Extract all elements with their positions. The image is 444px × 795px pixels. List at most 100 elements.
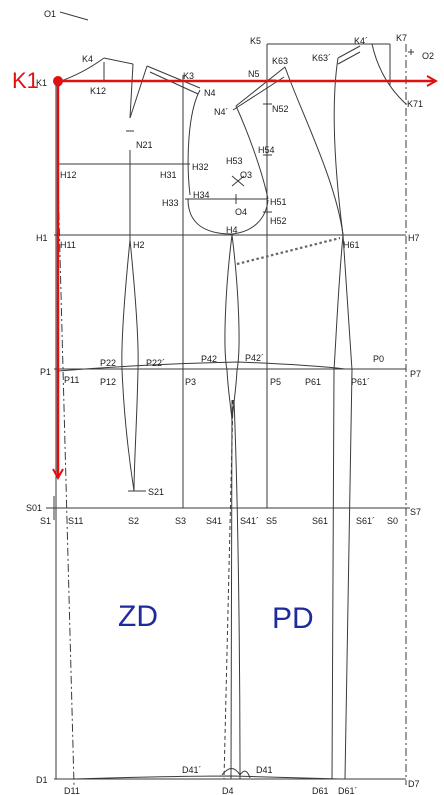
point-label: O1 bbox=[44, 9, 56, 19]
point-label: P11 bbox=[64, 375, 79, 385]
point-labels: O1 K4 K12 K1 K3 N4 K5 N5 K63 K63´ K4´ K7… bbox=[26, 9, 434, 795]
origin-dot bbox=[53, 76, 63, 86]
point-label: K3 bbox=[183, 71, 194, 81]
point-label: K63 bbox=[272, 56, 288, 66]
point-label: S2 bbox=[128, 516, 139, 526]
back-shoulder bbox=[235, 66, 286, 107]
point-label: H1 bbox=[36, 233, 48, 243]
point-label: K71 bbox=[407, 99, 423, 109]
front-dart-curve-right bbox=[129, 239, 139, 492]
front-shoulder-top bbox=[103, 57, 134, 65]
front-dart-right bbox=[129, 65, 148, 119]
back-section-label: PD bbox=[272, 602, 314, 635]
point-label: P42´ bbox=[245, 353, 264, 363]
back-panel-left-lower bbox=[331, 234, 344, 780]
side-seam-lower-1 bbox=[230, 399, 233, 780]
back-panel-left-upper bbox=[284, 66, 344, 236]
point-label: K1 bbox=[36, 78, 47, 88]
back-panel-right-lower bbox=[342, 234, 353, 780]
front-dart-left bbox=[129, 63, 134, 119]
front-edge-line bbox=[57, 179, 75, 786]
point-label: H7 bbox=[408, 233, 420, 243]
point-label: K7 bbox=[396, 33, 407, 43]
point-label: D41´ bbox=[182, 765, 202, 775]
point-label: P42 bbox=[201, 354, 217, 364]
point-label: D7 bbox=[408, 779, 420, 789]
point-label: H11 bbox=[60, 240, 76, 250]
pattern-outlines bbox=[53, 43, 407, 780]
point-label: H12 bbox=[60, 170, 77, 180]
point-label: D4 bbox=[222, 786, 234, 795]
point-label: S61´ bbox=[356, 516, 375, 526]
point-label: D11 bbox=[64, 786, 80, 795]
o3-cross-b bbox=[231, 175, 245, 187]
back-yoke-dotted bbox=[236, 236, 341, 266]
hem-curve bbox=[73, 775, 341, 780]
point-label: P12 bbox=[100, 377, 116, 387]
point-label: N4 bbox=[204, 88, 216, 98]
point-label: D1 bbox=[36, 775, 48, 785]
back-neck-curve bbox=[371, 43, 407, 105]
point-label: H32 bbox=[192, 162, 209, 172]
point-label: S3 bbox=[175, 516, 186, 526]
point-label: K4´ bbox=[354, 36, 368, 46]
point-label: P22 bbox=[100, 358, 116, 368]
point-label: D41 bbox=[256, 765, 273, 775]
point-label: S41 bbox=[206, 516, 222, 526]
point-label: H33 bbox=[162, 198, 179, 208]
point-label: S0 bbox=[387, 516, 398, 526]
front-dart-curve-left bbox=[121, 239, 135, 492]
point-label: S7 bbox=[410, 507, 421, 517]
point-label: S21 bbox=[148, 487, 164, 497]
hem-vent-arc bbox=[221, 768, 241, 776]
point-label: N52 bbox=[272, 104, 289, 114]
point-label: D61´ bbox=[338, 786, 358, 795]
point-label: K63´ bbox=[312, 53, 331, 63]
point-label: H53 bbox=[226, 156, 243, 166]
back-shoulder-inner bbox=[232, 76, 285, 111]
hem-vent-arc-2 bbox=[239, 770, 251, 779]
point-label: K4 bbox=[82, 54, 93, 64]
point-label: P3 bbox=[185, 377, 196, 387]
construction-grid bbox=[46, 43, 410, 780]
front-shoulder bbox=[146, 65, 201, 89]
point-label: D61 bbox=[312, 786, 329, 795]
point-label: N4´ bbox=[214, 107, 229, 117]
point-label: P61´ bbox=[351, 377, 370, 387]
point-label: P1 bbox=[40, 367, 51, 377]
point-label: H61 bbox=[343, 240, 360, 250]
point-label: K5 bbox=[250, 36, 261, 46]
origin-axes: K1 bbox=[12, 68, 436, 478]
point-label: O2 bbox=[422, 51, 434, 61]
point-label: N21 bbox=[136, 140, 153, 150]
point-label: P22´ bbox=[146, 358, 165, 368]
side-seam-left-upper bbox=[224, 234, 233, 421]
point-label: O4 bbox=[235, 207, 247, 217]
point-label: S61 bbox=[312, 516, 328, 526]
o1-mark bbox=[59, 11, 89, 21]
point-label: S11 bbox=[68, 516, 83, 526]
point-label: H51 bbox=[270, 197, 287, 207]
point-label: H52 bbox=[270, 216, 287, 226]
waist-curve bbox=[57, 361, 346, 372]
back-armhole bbox=[235, 105, 269, 200]
armhole-bottom-curve bbox=[187, 198, 269, 235]
point-label: P61 bbox=[305, 377, 321, 387]
point-label: S1 bbox=[40, 516, 51, 526]
point-label: O3 bbox=[240, 170, 252, 180]
front-armhole-upper bbox=[187, 89, 201, 196]
point-label: S01 bbox=[26, 503, 42, 513]
point-label: P0 bbox=[373, 354, 384, 364]
point-label: H2 bbox=[133, 240, 145, 250]
point-label: P7 bbox=[410, 369, 421, 379]
point-label: K12 bbox=[90, 86, 106, 96]
front-shoulder-inner bbox=[149, 71, 199, 95]
k63p-top bbox=[337, 45, 361, 59]
back-panel-right-upper bbox=[333, 57, 344, 236]
side-seam-lower-2 bbox=[233, 399, 241, 780]
point-label: P5 bbox=[270, 377, 281, 387]
point-label: H34 bbox=[193, 190, 210, 200]
point-label: N5 bbox=[248, 69, 260, 79]
